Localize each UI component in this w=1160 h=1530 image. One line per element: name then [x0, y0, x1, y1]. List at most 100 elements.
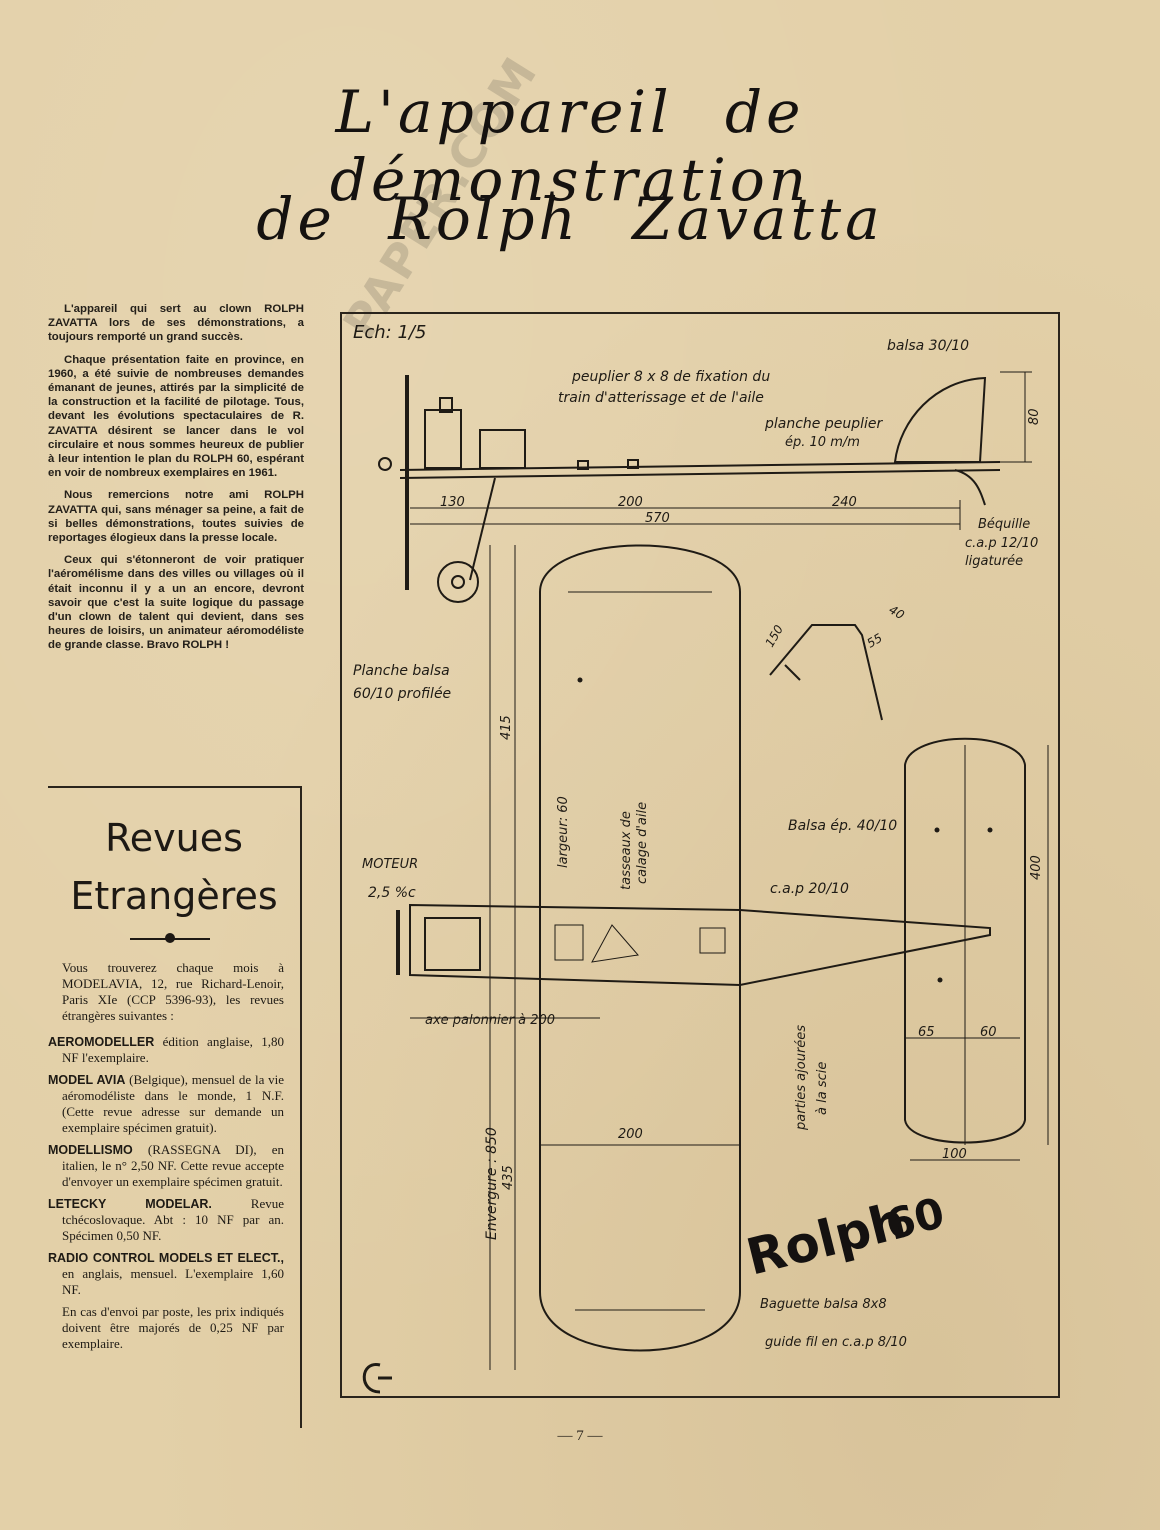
revue-text: Revue tchécoslovaque. Abt : 10 NF par an…: [62, 1196, 284, 1243]
revues-body: Vous trouverez chaque mois à MODELAVIA, …: [48, 960, 284, 1352]
revue-name: MODELLISMO: [48, 1143, 133, 1157]
balsa-ep-label: Balsa ép. 40/10: [788, 818, 897, 834]
revue-text: en anglais, mensuel. L'exemplaire 1,60 N…: [62, 1266, 284, 1297]
cap-20-label: c.a.p 20/10: [770, 881, 849, 897]
plan-labels: Ech: 1/5 balsa 30/10 peuplier 8 x 8 de f…: [353, 322, 1044, 1350]
planche-peuplier-2: ép. 10 m/m: [785, 435, 860, 450]
fuselage-bottom-line: [399, 469, 1001, 479]
dim-415: 415: [499, 715, 514, 740]
dim-60: 60: [980, 1025, 997, 1040]
dim-150: 150: [762, 622, 786, 649]
label-leader-dots: [577, 677, 993, 983]
landing-gear-leg: [469, 477, 496, 581]
balsa-fin-label: balsa 30/10: [887, 338, 969, 354]
axe-palonnier-label: axe palonnier à 200: [425, 1013, 555, 1028]
revue-text: (RASSEGNA DI), en italien, le n° 2,50 NF…: [62, 1142, 284, 1189]
side-view: [378, 371, 1032, 603]
stabilizer-plan: [904, 737, 1049, 1161]
revue-entry: MODEL AVIA (Belgique), mensuel de la vie…: [48, 1072, 284, 1136]
guide-label: guide fil en c.a.p 8/10: [765, 1335, 907, 1350]
revue-name: RADIO CONTROL MODELS ET ELECT.,: [48, 1251, 284, 1265]
tailskid: [954, 469, 986, 506]
engine-head: [439, 397, 453, 413]
dim-570: 570: [645, 511, 670, 526]
landing-gear-block: [479, 429, 526, 469]
engine: [424, 409, 462, 469]
parties-ajourees-1: parties ajourées: [794, 1025, 809, 1131]
planche-balsa-1: Planche balsa: [353, 663, 450, 679]
bequille-label: Béquille: [978, 517, 1030, 532]
wing-dowel: [627, 459, 639, 469]
control-wire-end: [784, 664, 801, 681]
stabilizer-outline: [904, 737, 1026, 1144]
page-title-line-2: de Rolph Zavatta: [256, 185, 884, 253]
dim-55: 55: [865, 631, 885, 651]
wing-block: [554, 924, 584, 961]
revue-entry: MODELLISMO (RASSEGNA DI), en italien, le…: [48, 1142, 284, 1190]
revue-text: édition anglaise, 1,80 NF l'exemplaire.: [62, 1034, 284, 1065]
dim-400: 400: [1029, 855, 1044, 880]
dim-435: 435: [501, 1165, 516, 1190]
spinner: [378, 457, 392, 471]
revues-footer: En cas d'envoi par poste, les prix indiq…: [62, 1304, 284, 1351]
revue-name: MODEL AVIA: [48, 1073, 126, 1087]
revues-etrangeres-box: Revues Etrangères Vous trouverez chaque …: [48, 786, 302, 1428]
parties-ajourees-2: à la scie: [815, 1062, 830, 1115]
ligaturee-label: ligaturée: [965, 554, 1023, 569]
dim-100: 100: [942, 1147, 967, 1162]
plan-drawing-frame: [340, 312, 1060, 1398]
peuplier-label-2: train d'atterissage et de l'aile: [558, 390, 764, 406]
dim-240: 240: [832, 495, 857, 510]
intro-paragraph: Ceux qui s'étonneront de voir pratiquer …: [48, 554, 304, 652]
intro-article: L'appareil qui sert au clown ROLPH ZAVAT…: [48, 302, 304, 661]
moteur-label: MOTEUR: [362, 857, 418, 872]
revue-entry: LETECKY MODELAR. Revue tchécoslovaque. A…: [48, 1196, 284, 1244]
block: [699, 927, 726, 954]
dim-200-top: 200: [618, 495, 643, 510]
fin-outline: [893, 376, 987, 463]
bellcrank: [591, 924, 639, 963]
dim-40: 40: [887, 602, 908, 622]
top-view-fuselage: [396, 903, 991, 1019]
intro-paragraph: Nous remercions notre ami ROLPH ZAVATTA …: [48, 489, 304, 545]
page-title-line-1: L'appareil de démonstration: [329, 78, 811, 214]
wing-outline: [539, 544, 741, 1352]
scale-label: Ech: 1/5: [353, 322, 426, 343]
control-wire: [769, 624, 883, 721]
revue-entry: RADIO CONTROL MODELS ET ELECT., en angla…: [48, 1250, 284, 1298]
model-logo: Rolph 60: [741, 1188, 949, 1287]
draftsman-mark-icon: [362, 1363, 392, 1394]
bellcrank-detail: [769, 624, 883, 721]
moteur-cc-label: 2,5 %c: [368, 885, 416, 901]
page-number: — 7 —: [557, 1428, 603, 1444]
wheel-hub: [451, 575, 465, 589]
revue-name: LETECKY MODELAR.: [48, 1197, 212, 1211]
engine-top-view: [424, 917, 481, 971]
dim-200-wing: 200: [618, 1127, 643, 1142]
fuselage-top-view: [409, 903, 991, 987]
planche-balsa-2: 60/10 profilée: [353, 686, 451, 702]
tasseaux-label-2: calage d'aile: [635, 802, 650, 884]
wheel: [437, 561, 479, 603]
title-divider-dot: [165, 933, 175, 943]
peuplier-label-1: peuplier 8 x 8 de fixation du: [571, 369, 770, 385]
dim-65: 65: [918, 1025, 935, 1040]
largeur-label: largeur: 60: [556, 796, 571, 868]
dim-130: 130: [440, 495, 465, 510]
wing-plan: [489, 544, 741, 1370]
intro-paragraph: L'appareil qui sert au clown ROLPH ZAVAT…: [48, 303, 304, 344]
revues-lead: Vous trouverez chaque mois à MODELAVIA, …: [62, 960, 284, 1023]
revue-name: AEROMODELLER: [48, 1035, 155, 1049]
wing-dowel: [577, 460, 589, 470]
envergure-label: Envergure : 850: [484, 1127, 500, 1240]
cap-12-label: c.a.p 12/10: [965, 536, 1038, 551]
revue-text: (Belgique), mensuel de la vie aéromodéli…: [62, 1072, 284, 1135]
baguette-label: Baguette balsa 8x8: [760, 1297, 887, 1312]
revues-title-line-2: Etrangères: [70, 874, 278, 918]
planche-peuplier-1: planche peuplier: [764, 416, 884, 432]
tasseaux-label-1: tasseaux de: [619, 811, 634, 890]
revue-entry: AEROMODELLER édition anglaise, 1,80 NF l…: [48, 1034, 284, 1066]
revues-title-line-1: Revues: [105, 816, 243, 860]
